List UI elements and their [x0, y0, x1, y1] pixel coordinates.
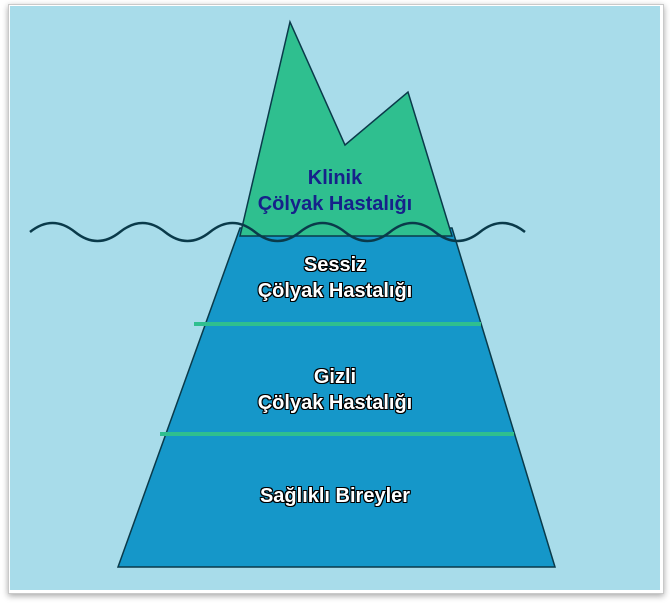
- tier-label-silent-line1: Sessiz: [303, 254, 367, 276]
- tier-label-clinical-line2: Çölyak Hastalığı: [257, 193, 413, 215]
- tier-label-silent: Sessiz Çölyak Hastalığı: [185, 252, 485, 304]
- water-line: [29, 221, 526, 243]
- tier-label-silent-line2: Çölyak Hastalığı: [257, 280, 413, 302]
- tier-label-latent: Gizli Çölyak Hastalığı: [185, 364, 485, 416]
- iceberg-peak: [239, 19, 454, 237]
- tier-label-clinical: Klinik Çölyak Hastalığı: [185, 165, 485, 217]
- tier-label-healthy: Sağlıklı Bireyler: [185, 483, 485, 509]
- tier-label-healthy-line1: Sağlıklı Bireyler: [259, 485, 411, 507]
- tier-label-latent-line1: Gizli: [313, 366, 357, 388]
- tier-label-latent-line2: Çölyak Hastalığı: [257, 392, 413, 414]
- tier-label-clinical-line1: Klinik: [307, 167, 363, 189]
